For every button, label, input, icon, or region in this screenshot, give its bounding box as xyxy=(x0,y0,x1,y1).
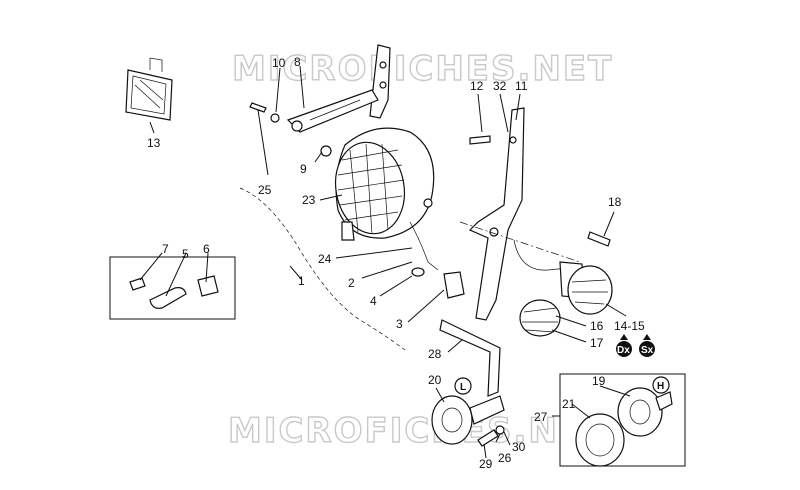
callout-16: 16 xyxy=(590,319,604,333)
callout-3: 3 xyxy=(396,317,403,331)
spacer-part xyxy=(320,145,332,157)
watermark-bottom: MICROFICHES.NET xyxy=(228,411,609,451)
callout-20: 20 xyxy=(428,373,442,387)
leader-lines xyxy=(139,65,631,459)
callout-18: 18 xyxy=(608,195,622,209)
callout-28: 28 xyxy=(428,347,442,361)
callout-27: 27 xyxy=(534,410,548,424)
callout-13: 13 xyxy=(147,136,161,150)
callout-21: 21 xyxy=(562,397,576,411)
callout-6: 6 xyxy=(203,242,210,256)
bulb-inset-box xyxy=(109,256,236,320)
callout-30: 30 xyxy=(512,440,526,454)
indicator-lens-part xyxy=(519,299,561,337)
callout-26: 26 xyxy=(498,451,512,465)
callout-2: 2 xyxy=(348,276,355,290)
indicator-bolt-part xyxy=(587,231,611,247)
connector-part xyxy=(443,271,465,299)
callout-19: 19 xyxy=(592,374,606,388)
callout-32: 32 xyxy=(493,79,507,93)
sx-marker: Sx xyxy=(639,334,655,357)
callout-24: 24 xyxy=(318,252,332,266)
horn-left-marker: L xyxy=(454,377,472,395)
dx-marker: Dx xyxy=(616,334,632,357)
watermark-top: MICROFICHES.NET xyxy=(232,49,613,89)
indicator-light-part xyxy=(513,239,613,315)
callout-labels: 13 10 8 25 9 23 24 1 2 4 3 7 5 6 12 32 1… xyxy=(147,55,645,471)
callout-9: 9 xyxy=(300,162,307,176)
callout-1: 1 xyxy=(298,274,305,288)
callout-4: 4 xyxy=(370,294,377,308)
callout-7: 7 xyxy=(162,242,169,256)
callout-5: 5 xyxy=(182,247,189,261)
headlight-part xyxy=(334,127,439,271)
callout-17: 17 xyxy=(590,336,604,350)
horn-bolt-part xyxy=(477,429,499,447)
horn-washer-part xyxy=(495,425,505,435)
callout-14-15: 14-15 xyxy=(614,319,645,333)
grommet-part xyxy=(411,267,425,277)
svg-text:L: L xyxy=(460,382,466,393)
bolt-part xyxy=(249,102,280,123)
callout-8: 8 xyxy=(294,55,301,69)
indicator-bracket-part xyxy=(468,107,525,321)
callout-11: 11 xyxy=(515,79,528,93)
horn-bracket-part xyxy=(439,319,501,397)
horn-left-part xyxy=(431,395,505,445)
callout-10: 10 xyxy=(272,56,286,70)
svg-text:H: H xyxy=(657,381,664,392)
callout-25: 25 xyxy=(258,183,272,197)
headlight-bracket-part xyxy=(286,44,391,133)
reflector-part xyxy=(125,57,173,121)
frame-outline xyxy=(239,187,406,351)
assembly-axis xyxy=(459,221,581,263)
callout-23: 23 xyxy=(302,193,316,207)
svg-text:Sx: Sx xyxy=(641,345,654,356)
callout-12: 12 xyxy=(470,79,484,93)
svg-text:Dx: Dx xyxy=(617,345,630,356)
callout-29: 29 xyxy=(479,457,493,471)
horn-right-marker: H xyxy=(652,376,670,394)
